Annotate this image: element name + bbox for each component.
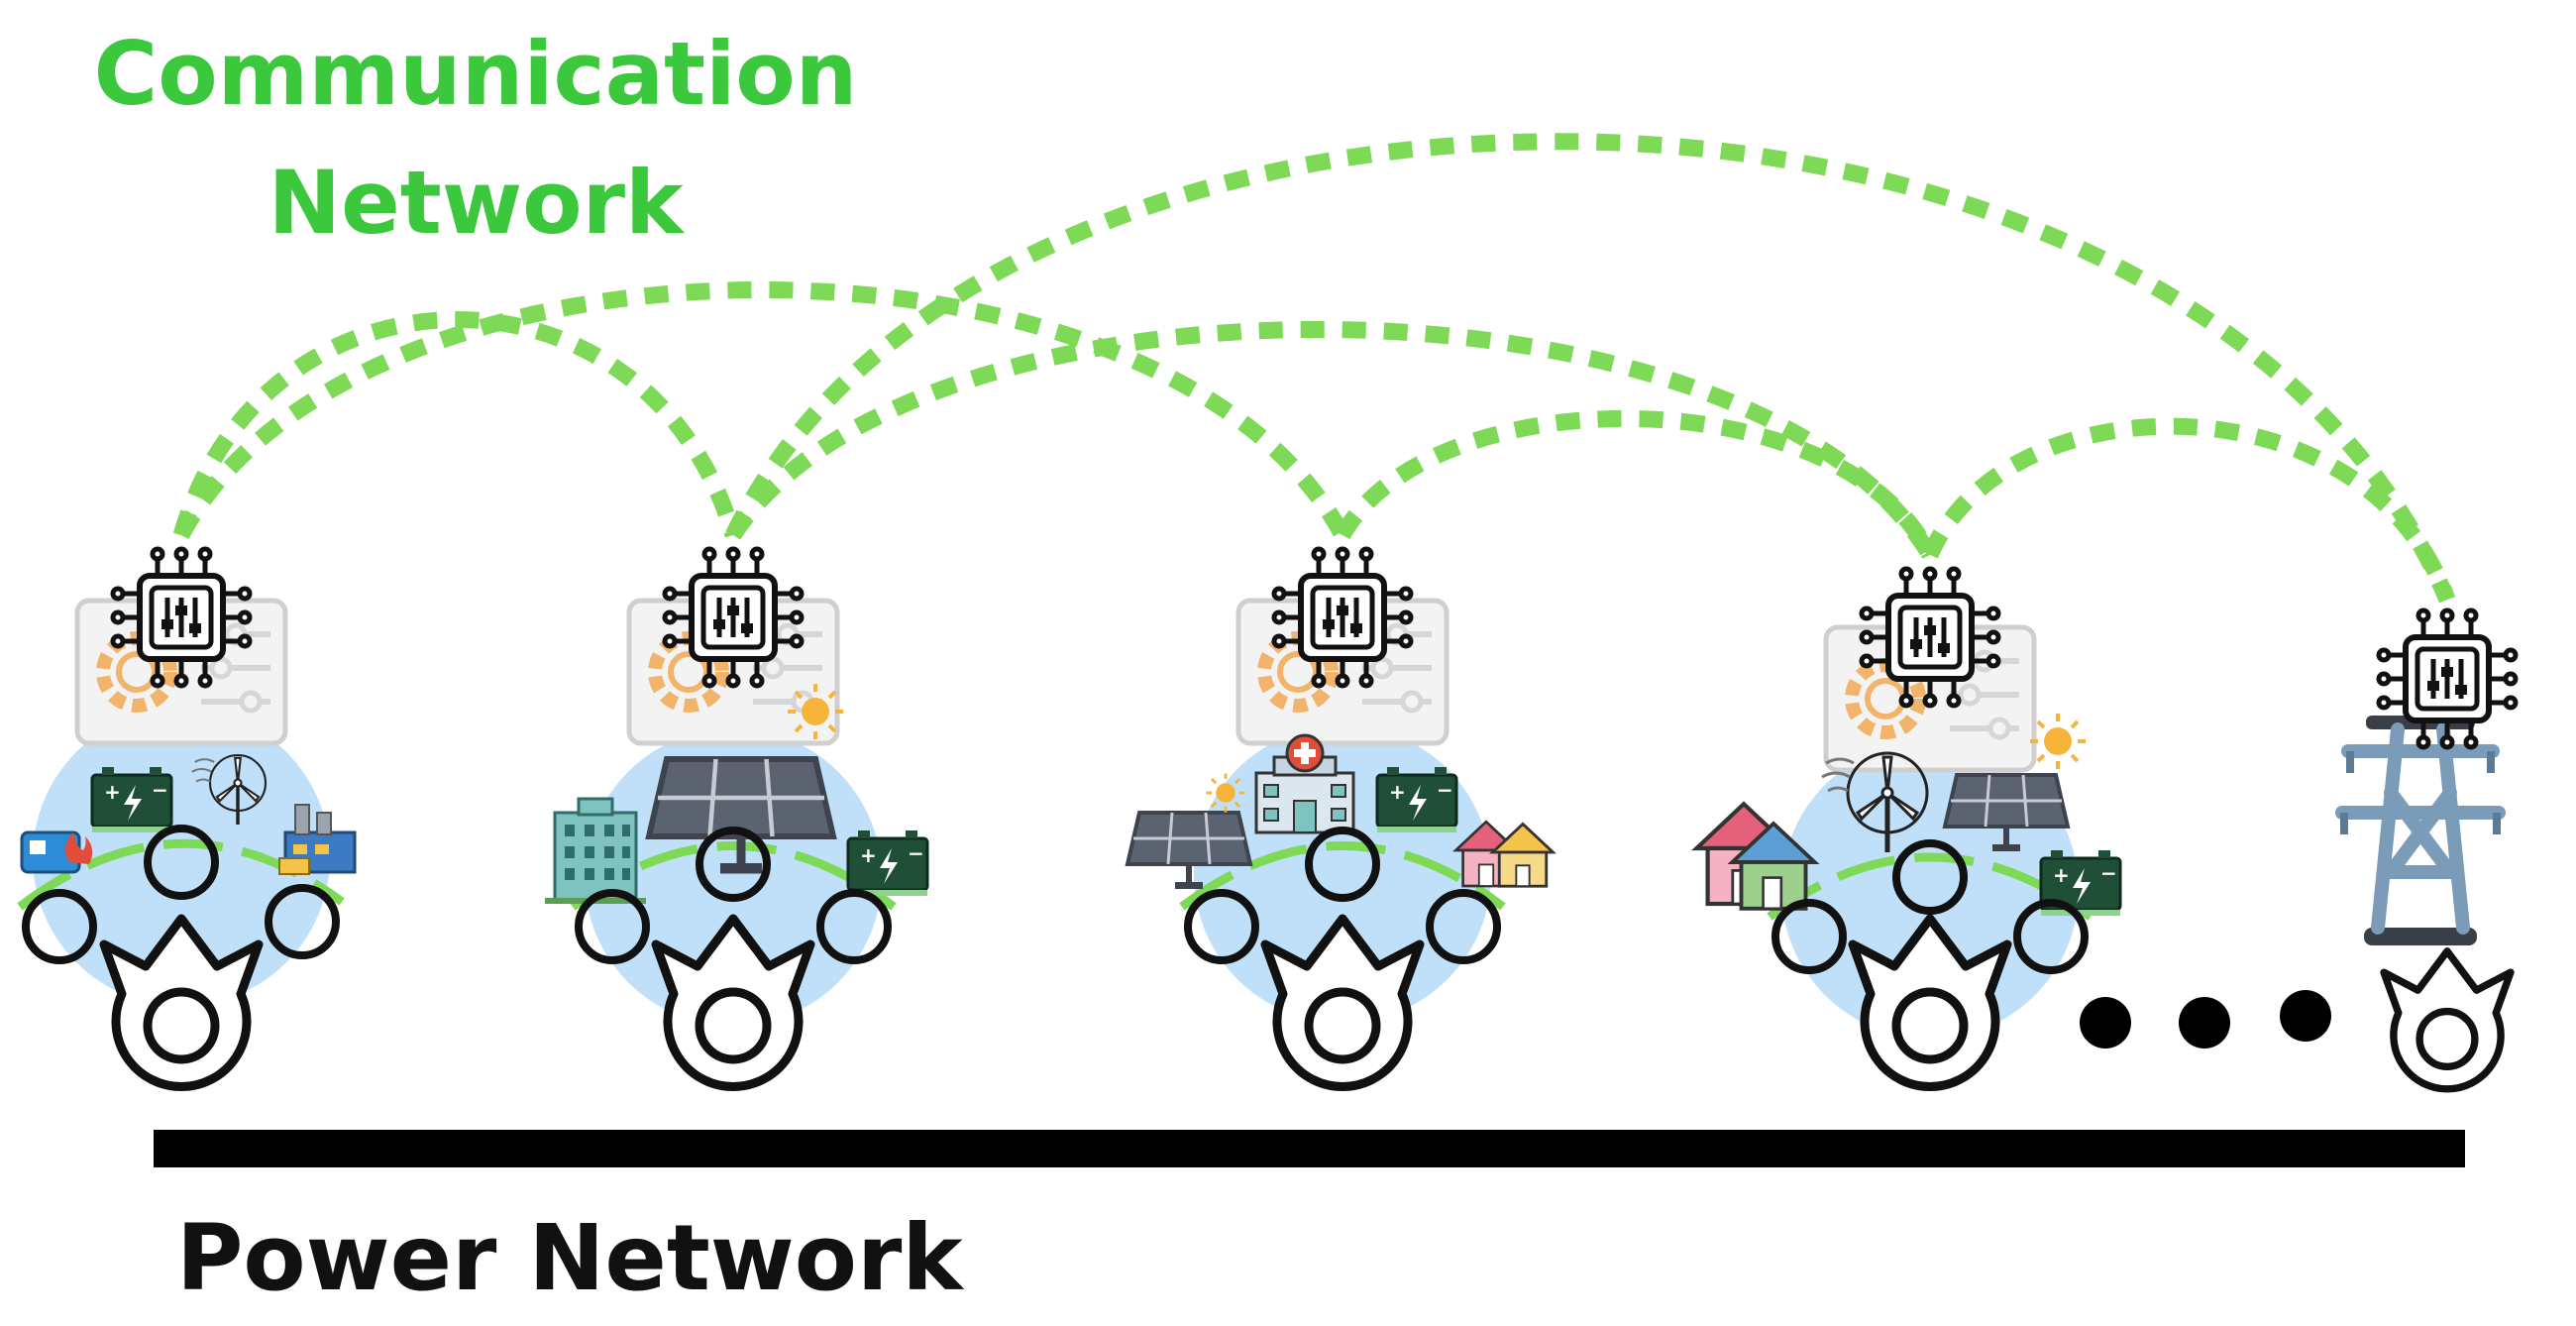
houses-icon (1454, 820, 1557, 888)
bus-node-4-1 (1771, 899, 1847, 974)
bus-node-2-2 (696, 827, 771, 902)
microgrid-3 (1127, 549, 1557, 889)
bus-node-4-2 (1892, 839, 1968, 915)
hospital-icon (1254, 733, 1355, 834)
comm-link-mg4-tower (1922, 417, 2456, 603)
sun-icon (2028, 712, 2088, 771)
bus-node-3-3 (1426, 889, 1501, 964)
power-network-title: Power Network (176, 1205, 963, 1311)
bus-node-3-1 (1184, 889, 1259, 964)
comm-link-mg1-mg2 (172, 311, 742, 538)
bus-node-2-1 (575, 889, 650, 964)
continuation-ellipsis (2080, 990, 2331, 1049)
battery-icon (1375, 765, 1458, 834)
bus-node-2-3 (816, 889, 892, 964)
grid-nodes (22, 825, 2511, 1089)
feeder-line-4 (1767, 852, 2093, 921)
microgrid-4 (1696, 569, 2122, 918)
bus-node-1-2 (144, 825, 219, 900)
factory-icon (278, 804, 357, 875)
office-building-icon (545, 797, 646, 904)
bus-node-1-3 (265, 884, 340, 959)
transmission-tower-icon (2335, 716, 2506, 945)
bus-node-1-1 (22, 889, 97, 964)
bus-node-4-3 (2013, 899, 2089, 974)
battery-icon (846, 829, 929, 898)
fuel-generator-icon (20, 830, 93, 874)
communication-links (172, 133, 2456, 604)
communication-title-line-2: Network (268, 152, 684, 254)
microgrid-1 (20, 549, 357, 875)
communication-network-title: Communication Network (59, 10, 892, 268)
comm-link-mg3-mg4 (1335, 409, 1938, 559)
feeder-line-3 (1179, 841, 1506, 911)
battery-icon (90, 765, 173, 834)
transmission-node (2335, 610, 2516, 945)
comm-link-mg1-mg3 (173, 281, 1350, 540)
substation-node-tower (2384, 951, 2511, 1089)
microgrid-layer (20, 549, 2516, 945)
comm-link-mg2-tower (725, 133, 2455, 604)
feeder-line-1 (17, 838, 345, 911)
power-bus-line (154, 1130, 2465, 1167)
houses-icon (1696, 804, 1820, 911)
bus-node-3-2 (1305, 827, 1380, 902)
communication-title-line-1: Communication (93, 23, 858, 125)
